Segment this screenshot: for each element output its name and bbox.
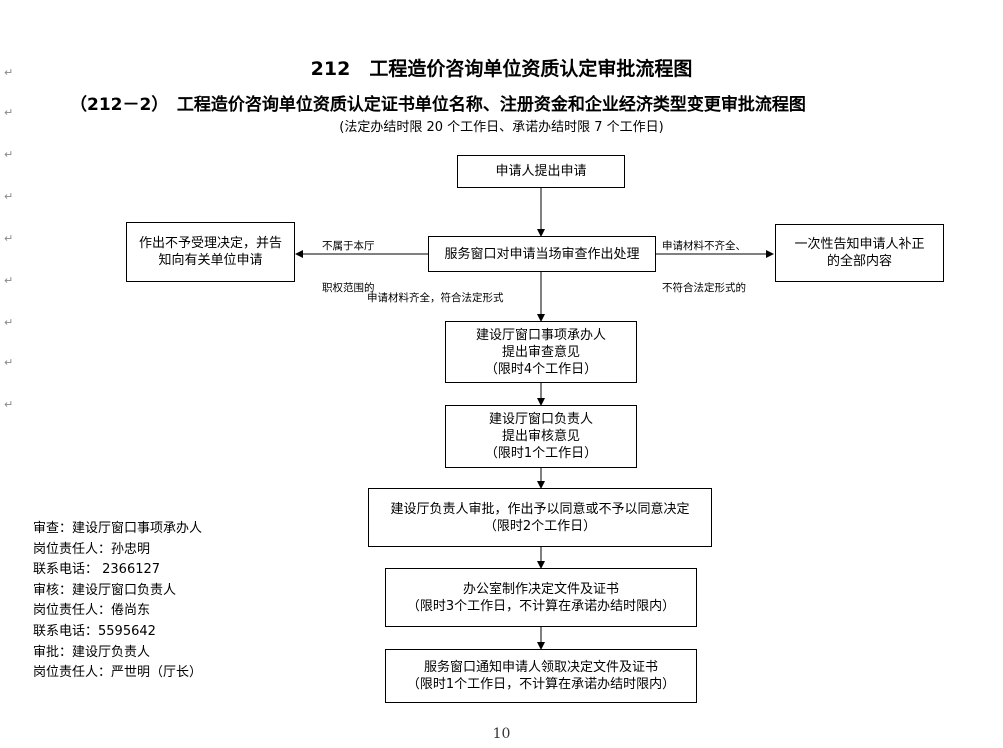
step2-line: 建设厅窗口负责人 <box>488 412 593 427</box>
responsible-persons: 审查：建设厅窗口事项承办人 岗位责任人：孙忠明 联系电话： 2366127 审核… <box>33 519 202 684</box>
step4-line: 办公室制作决定文件及证书 <box>462 581 619 597</box>
step2-line: （限时1个工作日） <box>484 446 598 461</box>
label-not-in-scope: 不属于本厅 职权范围的 <box>322 211 375 309</box>
contact-line: 联系电话： 2366127 <box>33 562 161 578</box>
paragraph-mark: ↵ <box>4 356 14 369</box>
page-number: 10 <box>492 726 511 742</box>
paragraph-mark: ↵ <box>4 148 14 161</box>
paragraph-mark: ↵ <box>4 398 14 411</box>
contact-line: 联系电话：5595642 <box>33 623 156 639</box>
step2-box: 建设厅窗口负责人 提出审核意见 （限时1个工作日） <box>445 405 637 468</box>
contact-line: 岗位责任人：孙忠明 <box>33 541 151 557</box>
label-line: 不符合法定形式的 <box>662 282 746 294</box>
page-title: 212 工程造价咨询单位资质认定审批流程图 <box>310 58 693 80</box>
paragraph-mark: ↵ <box>4 66 14 79</box>
step1-box: 建设厅窗口事项承办人 提出审查意见 （限时4个工作日） <box>445 321 637 383</box>
paragraph-mark: ↵ <box>4 316 14 329</box>
review-text: 服务窗口对申请当场审查作出处理 <box>444 246 640 262</box>
step5-line: （限时1个工作日，不计算在承诺办结时限内） <box>406 677 676 692</box>
step1-line: 建设厅窗口事项承办人 <box>475 327 606 343</box>
contact-line: 审批：建设厅负责人 <box>33 644 151 660</box>
step3-line: 建设厅负责人审批，作出予以同意或不予以同意决定 <box>390 501 690 517</box>
reject-line: 作出不予受理决定，并告 <box>138 236 282 251</box>
paragraph-mark: ↵ <box>4 190 14 203</box>
step3-box: 建设厅负责人审批，作出予以同意或不予以同意决定 （限时2个工作日） <box>368 488 712 547</box>
notify-correction-box: 一次性告知申请人补正 的全部内容 <box>775 224 944 282</box>
reject-box: 作出不予受理决定，并告 知向有关单位申请 <box>126 222 295 282</box>
contact-line: 审查：建设厅窗口事项承办人 <box>33 521 203 536</box>
reject-line: 知向有关单位申请 <box>158 253 263 268</box>
step1-line: 提出审查意见 <box>501 344 580 360</box>
step2-line: 提出审核意见 <box>501 429 580 444</box>
step3-line: （限时2个工作日） <box>483 518 597 534</box>
paragraph-mark: ↵ <box>4 106 14 119</box>
step4-line: （限时3个工作日，不计算在承诺办结时限内） <box>406 598 676 614</box>
step1-line: （限时4个工作日） <box>484 361 598 377</box>
page-subtitle: （212－2） 工程造价咨询单位资质认定证书单位名称、注册资金和企业经济类型变更… <box>70 95 806 115</box>
apply-text: 申请人提出申请 <box>495 164 587 179</box>
step5-box: 服务窗口通知申请人领取决定文件及证书 （限时1个工作日，不计算在承诺办结时限内） <box>385 649 697 703</box>
paragraph-mark: ↵ <box>4 274 14 287</box>
contact-line: 审核：建设厅窗口负责人 <box>33 582 177 598</box>
step4-box: 办公室制作决定文件及证书 （限时3个工作日，不计算在承诺办结时限内） <box>385 568 697 627</box>
contact-line: 岗位责任人：倦尚东 <box>33 603 151 619</box>
step5-line: 服务窗口通知申请人领取决定文件及证书 <box>423 660 658 675</box>
label-complete-materials: 申请材料齐全，符合法定形式 <box>367 292 504 304</box>
label-line: 申请材料不齐全、 <box>662 240 746 252</box>
notify-line: 一次性告知申请人补正 <box>794 237 925 252</box>
review-box: 服务窗口对申请当场审查作出处理 <box>428 236 656 272</box>
notify-line: 的全部内容 <box>826 254 892 269</box>
paragraph-mark: ↵ <box>4 232 14 245</box>
apply-box: 申请人提出申请 <box>457 155 625 188</box>
label-line: 不属于本厅 <box>322 240 375 252</box>
contact-line: 岗位责任人：严世明（厅长） <box>33 665 203 681</box>
label-incomplete-materials: 申请材料不齐全、 不符合法定形式的 <box>662 211 746 309</box>
label-line: 职权范围的 <box>322 282 375 294</box>
time-limit-note: (法定办结时限 20 个工作日、承诺办结时限 7 个工作日) <box>339 120 664 135</box>
